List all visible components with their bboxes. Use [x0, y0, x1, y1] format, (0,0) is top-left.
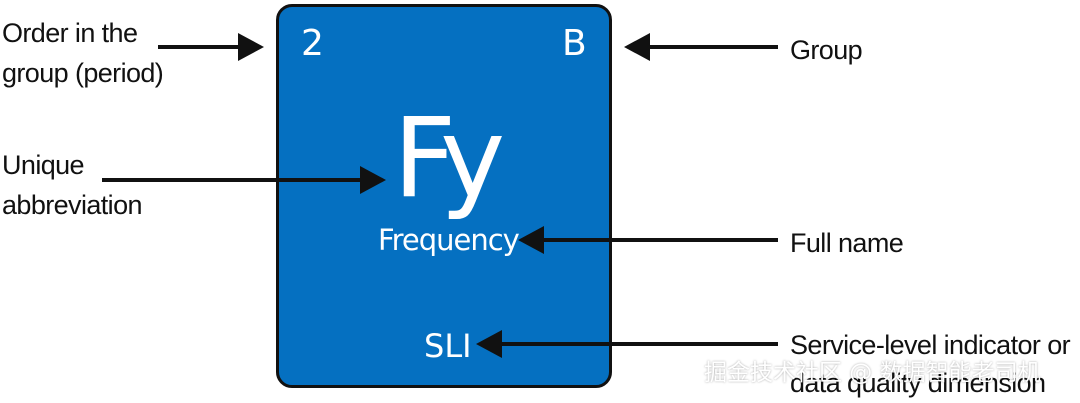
label-indicator-line2: data quality dimension — [790, 368, 1046, 398]
arrow-to-full-name — [518, 226, 778, 254]
label-order-line1: Order in the — [2, 18, 138, 48]
watermark-text: 掘金技术社区 @ 数据智能老司机 — [704, 360, 1041, 386]
element-order-number: 2 — [301, 23, 324, 64]
arrow-to-abbreviation — [102, 166, 386, 194]
arrow-to-group — [624, 33, 778, 61]
label-full-name: Full name — [790, 228, 904, 258]
label-order-line2: group (period) — [2, 58, 164, 88]
element-indicator: SLI — [424, 327, 472, 365]
element-full-name: Frequency — [378, 223, 520, 257]
arrow-to-indicator — [476, 330, 778, 358]
label-abbreviation-line1: Unique — [2, 150, 85, 180]
element-tile — [276, 4, 612, 388]
label-group: Group — [790, 35, 863, 65]
arrow-to-order — [158, 33, 264, 61]
label-abbreviation-line2: abbreviation — [2, 190, 143, 220]
label-indicator-line1: Service-level indicator or — [790, 330, 1071, 360]
element-abbreviation: Fy — [393, 94, 505, 222]
element-group-letter: B — [562, 23, 587, 64]
